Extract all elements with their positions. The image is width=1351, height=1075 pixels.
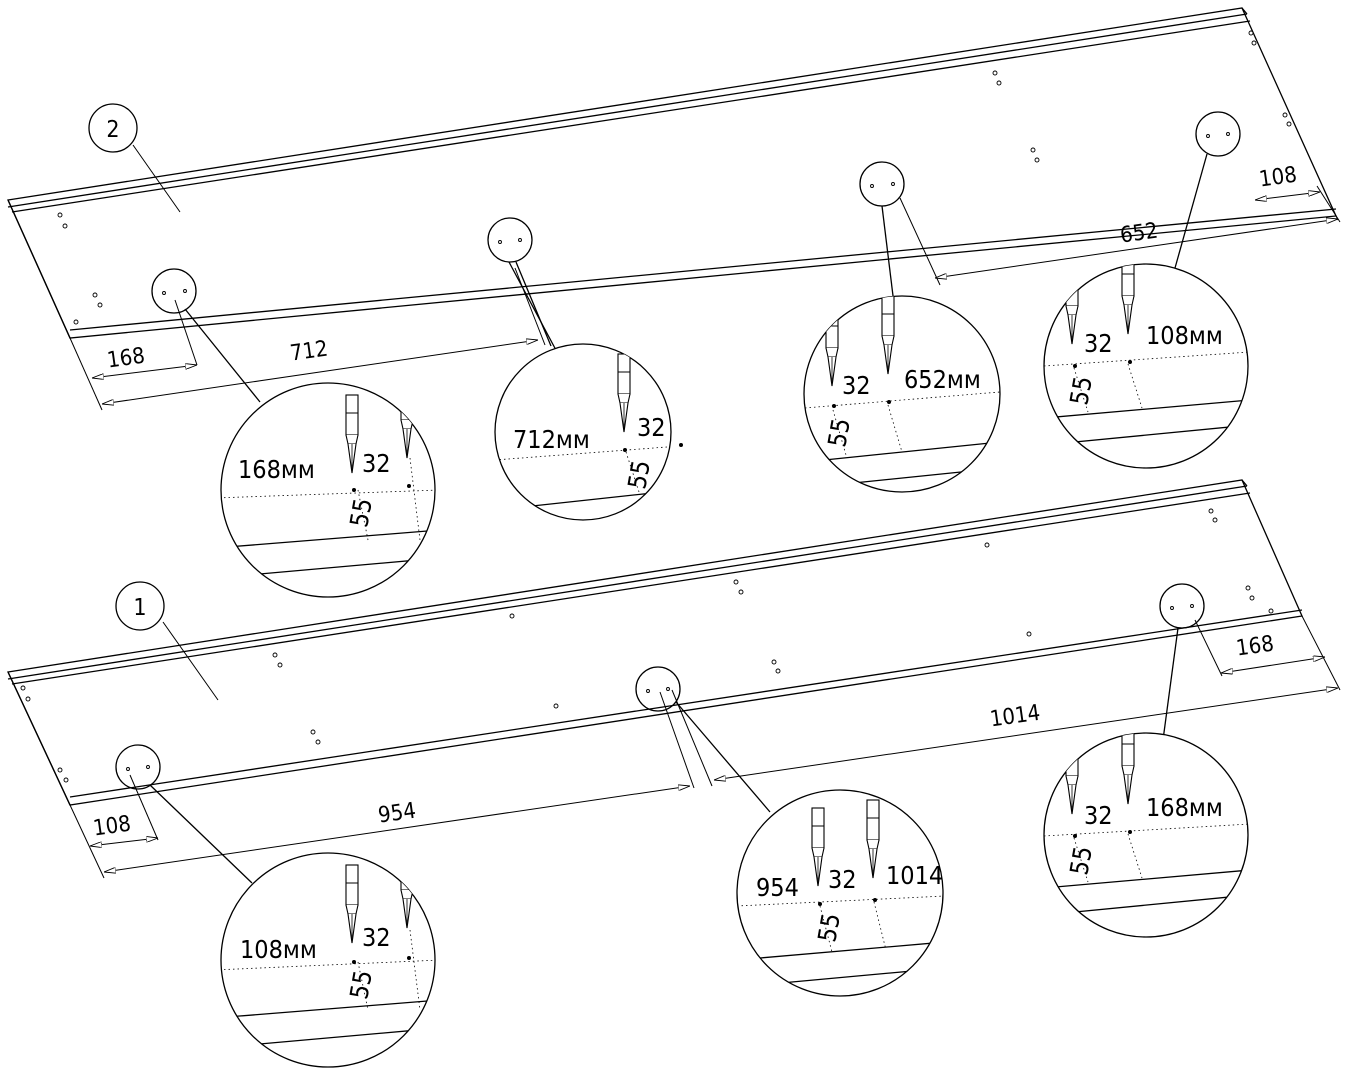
detail-2-168-spacing: 32 [362,449,391,478]
detail-bubble-1-168: 32 168мм 55 [1043,732,1249,938]
panel-1-dimensions: 108 954 1014 168 [69,615,1341,879]
detail-2-712-depth: 55 [622,458,656,491]
panel-2-callouts [151,111,1241,403]
part-number-1: 1 [133,595,146,621]
dim-2-right-offset: 108 [1258,163,1299,193]
detail-1-168-spacing: 32 [1084,801,1113,830]
dim-1-left-span: 954 [377,799,418,829]
detail-2-108-spacing: 32 [1084,329,1113,358]
panel-1-callouts [115,583,1205,884]
detail-bubble-2-652: 32 652мм 55 [803,295,1001,493]
detail-bubble-1-center: 954 32 1014 55 [736,789,944,997]
detail-2-652-spacing: 32 [842,371,871,400]
detail-2-168-depth: 55 [344,496,378,529]
detail-1-108-spacing: 32 [362,923,391,952]
detail-bubble-2-712: 712мм 32 55 [494,343,683,521]
detail-2-652-depth: 55 [822,416,856,449]
detail-2-652-mm: 652мм [904,365,981,394]
dim-1-right-offset: 168 [1235,632,1276,662]
dim-2-left-offset: 168 [106,344,147,374]
detail-1-108-depth: 55 [344,968,378,1001]
panel-1: 1 [7,479,1303,806]
dim-1-right-span: 1014 [988,701,1041,733]
panel-2-holes [57,30,1292,325]
detail-1-center-left: 954 [756,873,799,902]
detail-1-center-right: 1014 [886,861,943,890]
detail-2-712-mm: 712мм [513,425,590,454]
detail-1-center-spacing: 32 [828,865,857,894]
detail-2-712-spacing: 32 [637,413,666,442]
dim-2-left-span: 712 [289,337,330,367]
detail-1-center-depth: 55 [812,911,846,944]
detail-bubble-1-108: 108мм 32 55 [220,852,436,1068]
detail-bubble-2-168: 168мм 32 55 [220,382,436,598]
panel-1-holes [20,508,1274,783]
detail-2-168-mm: 168мм [238,455,315,484]
detail-1-108-mm: 108мм [240,935,317,964]
detail-2-108-mm: 108мм [1146,321,1223,350]
detail-2-108-depth: 55 [1064,374,1098,407]
dim-1-left-offset: 108 [92,812,133,842]
part-number-2: 2 [106,117,119,143]
detail-1-168-mm: 168мм [1146,793,1223,822]
panel-2-dimensions: 168 712 652 108 [69,163,1341,411]
detail-bubble-2-108: 32 108мм 55 [1043,263,1249,469]
detail-1-168-depth: 55 [1064,844,1098,877]
dim-2-right-span: 652 [1119,219,1160,249]
